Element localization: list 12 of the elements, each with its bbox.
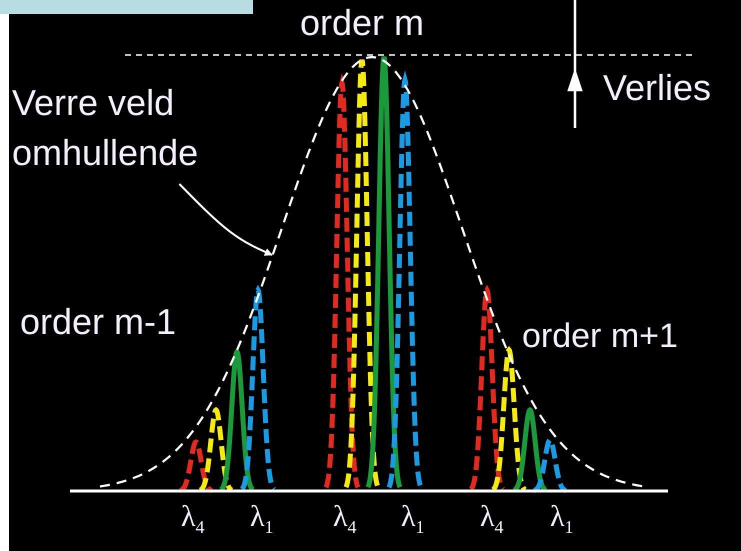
leader-line: [178, 183, 273, 256]
order-label: order m-1: [20, 302, 176, 342]
wavelength-label: λ$_{4}$: [181, 500, 205, 538]
wavelength-label: λ$_{4}$: [480, 500, 504, 538]
loss-label: Verlies: [603, 68, 712, 108]
wavelength-label: λ$_{1}$: [250, 500, 274, 538]
wavelength-label: λ$_{1}$: [550, 500, 574, 538]
order-label: order m: [300, 3, 424, 43]
annotation-text: Verre veld omhullende: [12, 78, 282, 178]
order-label: order m+1: [522, 318, 678, 356]
wavelength-label: λ$_{4}$: [333, 500, 357, 538]
wavelength-label: λ$_{1}$: [401, 500, 425, 538]
